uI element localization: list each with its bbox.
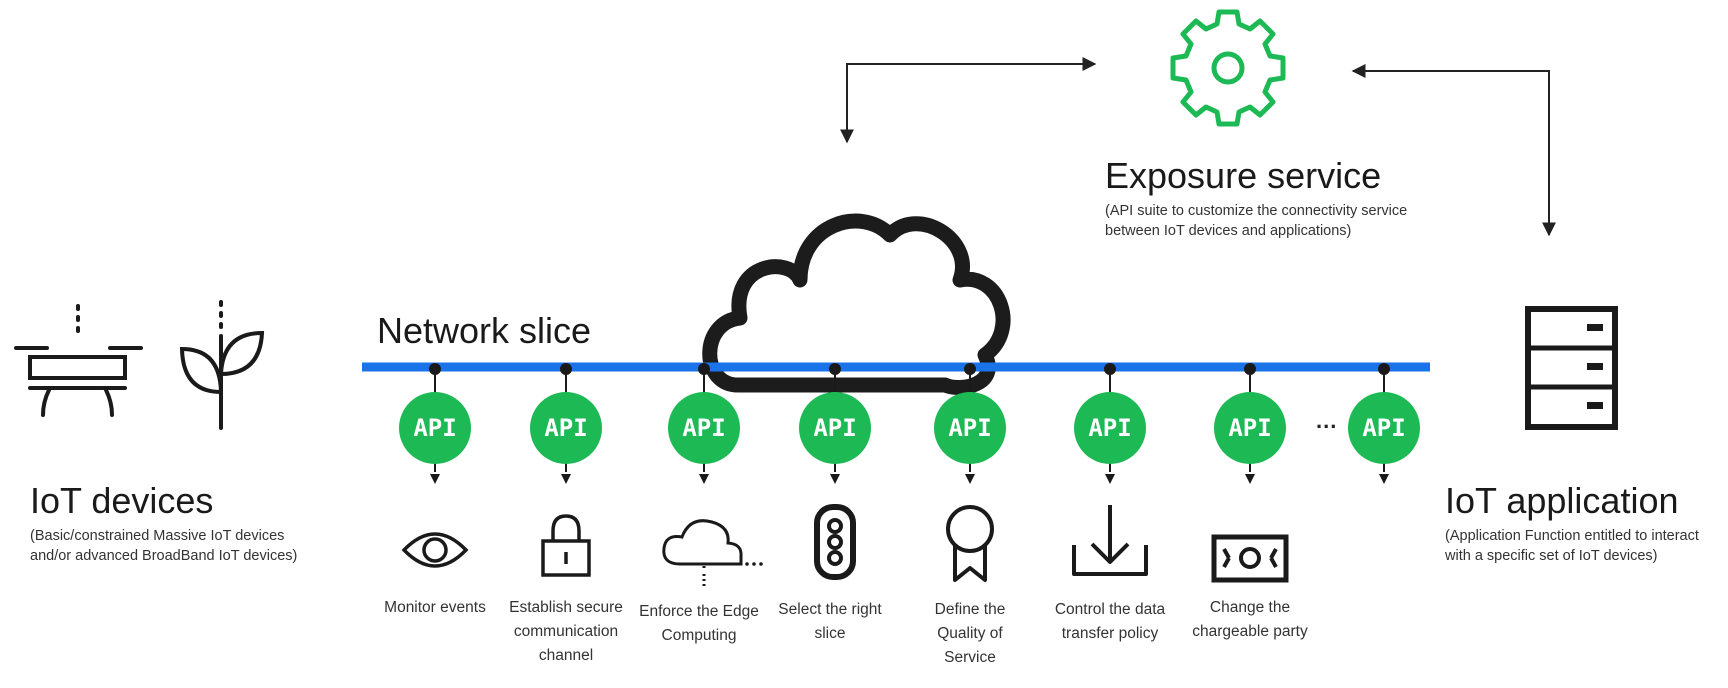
gear-icon <box>1170 9 1286 127</box>
iot-application-description: (Application Function entitled to intera… <box>1445 528 1699 564</box>
eye-icon <box>401 532 469 568</box>
award-icon <box>946 505 994 582</box>
api-badge[interactable]: API <box>399 392 471 464</box>
api-badge[interactable]: API <box>1214 392 1286 464</box>
lock-icon <box>541 514 591 577</box>
exposure-to-network-connector <box>840 57 1097 144</box>
api-badge[interactable]: API <box>1348 392 1420 464</box>
traffic-light-icon <box>814 504 856 580</box>
api-caption: Monitor events <box>384 599 486 616</box>
api-caption: Define the Quality of Service <box>934 601 1006 666</box>
api-badge[interactable]: API <box>934 392 1006 464</box>
exposure-service-description: (API suite to customize the connectivity… <box>1105 203 1408 239</box>
api-caption: Establish secure communication channel <box>509 599 623 664</box>
cloud-icon <box>702 213 1011 395</box>
api-badge[interactable]: API <box>668 392 740 464</box>
server-icon <box>1525 306 1618 430</box>
plant-sensor-icon <box>179 300 265 430</box>
api-caption: Control the data transfer policy <box>1054 601 1166 642</box>
api-caption: Select the right slice <box>778 601 882 642</box>
api-badge[interactable]: API <box>530 392 602 464</box>
iot-devices-title: IoT devices <box>30 480 214 521</box>
api-caption: Enforce the Edge Computing <box>639 603 759 644</box>
edge-cloud-icon <box>662 519 763 588</box>
exposure-to-application-connector <box>1351 64 1556 237</box>
drone-icon <box>14 304 143 417</box>
more-apis-ellipsis: ... <box>1316 408 1338 433</box>
network-slice-label: Network slice <box>377 310 592 351</box>
api-caption: Change the chargeable party <box>1192 599 1308 640</box>
exposure-service-title: Exposure service <box>1105 155 1382 196</box>
api-badge[interactable]: API <box>1074 392 1146 464</box>
api-badge[interactable]: API <box>799 392 871 464</box>
iot-devices-description: (Basic/constrained Massive IoT devices a… <box>30 528 298 564</box>
banknote-icon <box>1211 534 1289 583</box>
download-icon <box>1072 505 1148 576</box>
iot-application-title: IoT application <box>1445 480 1679 521</box>
